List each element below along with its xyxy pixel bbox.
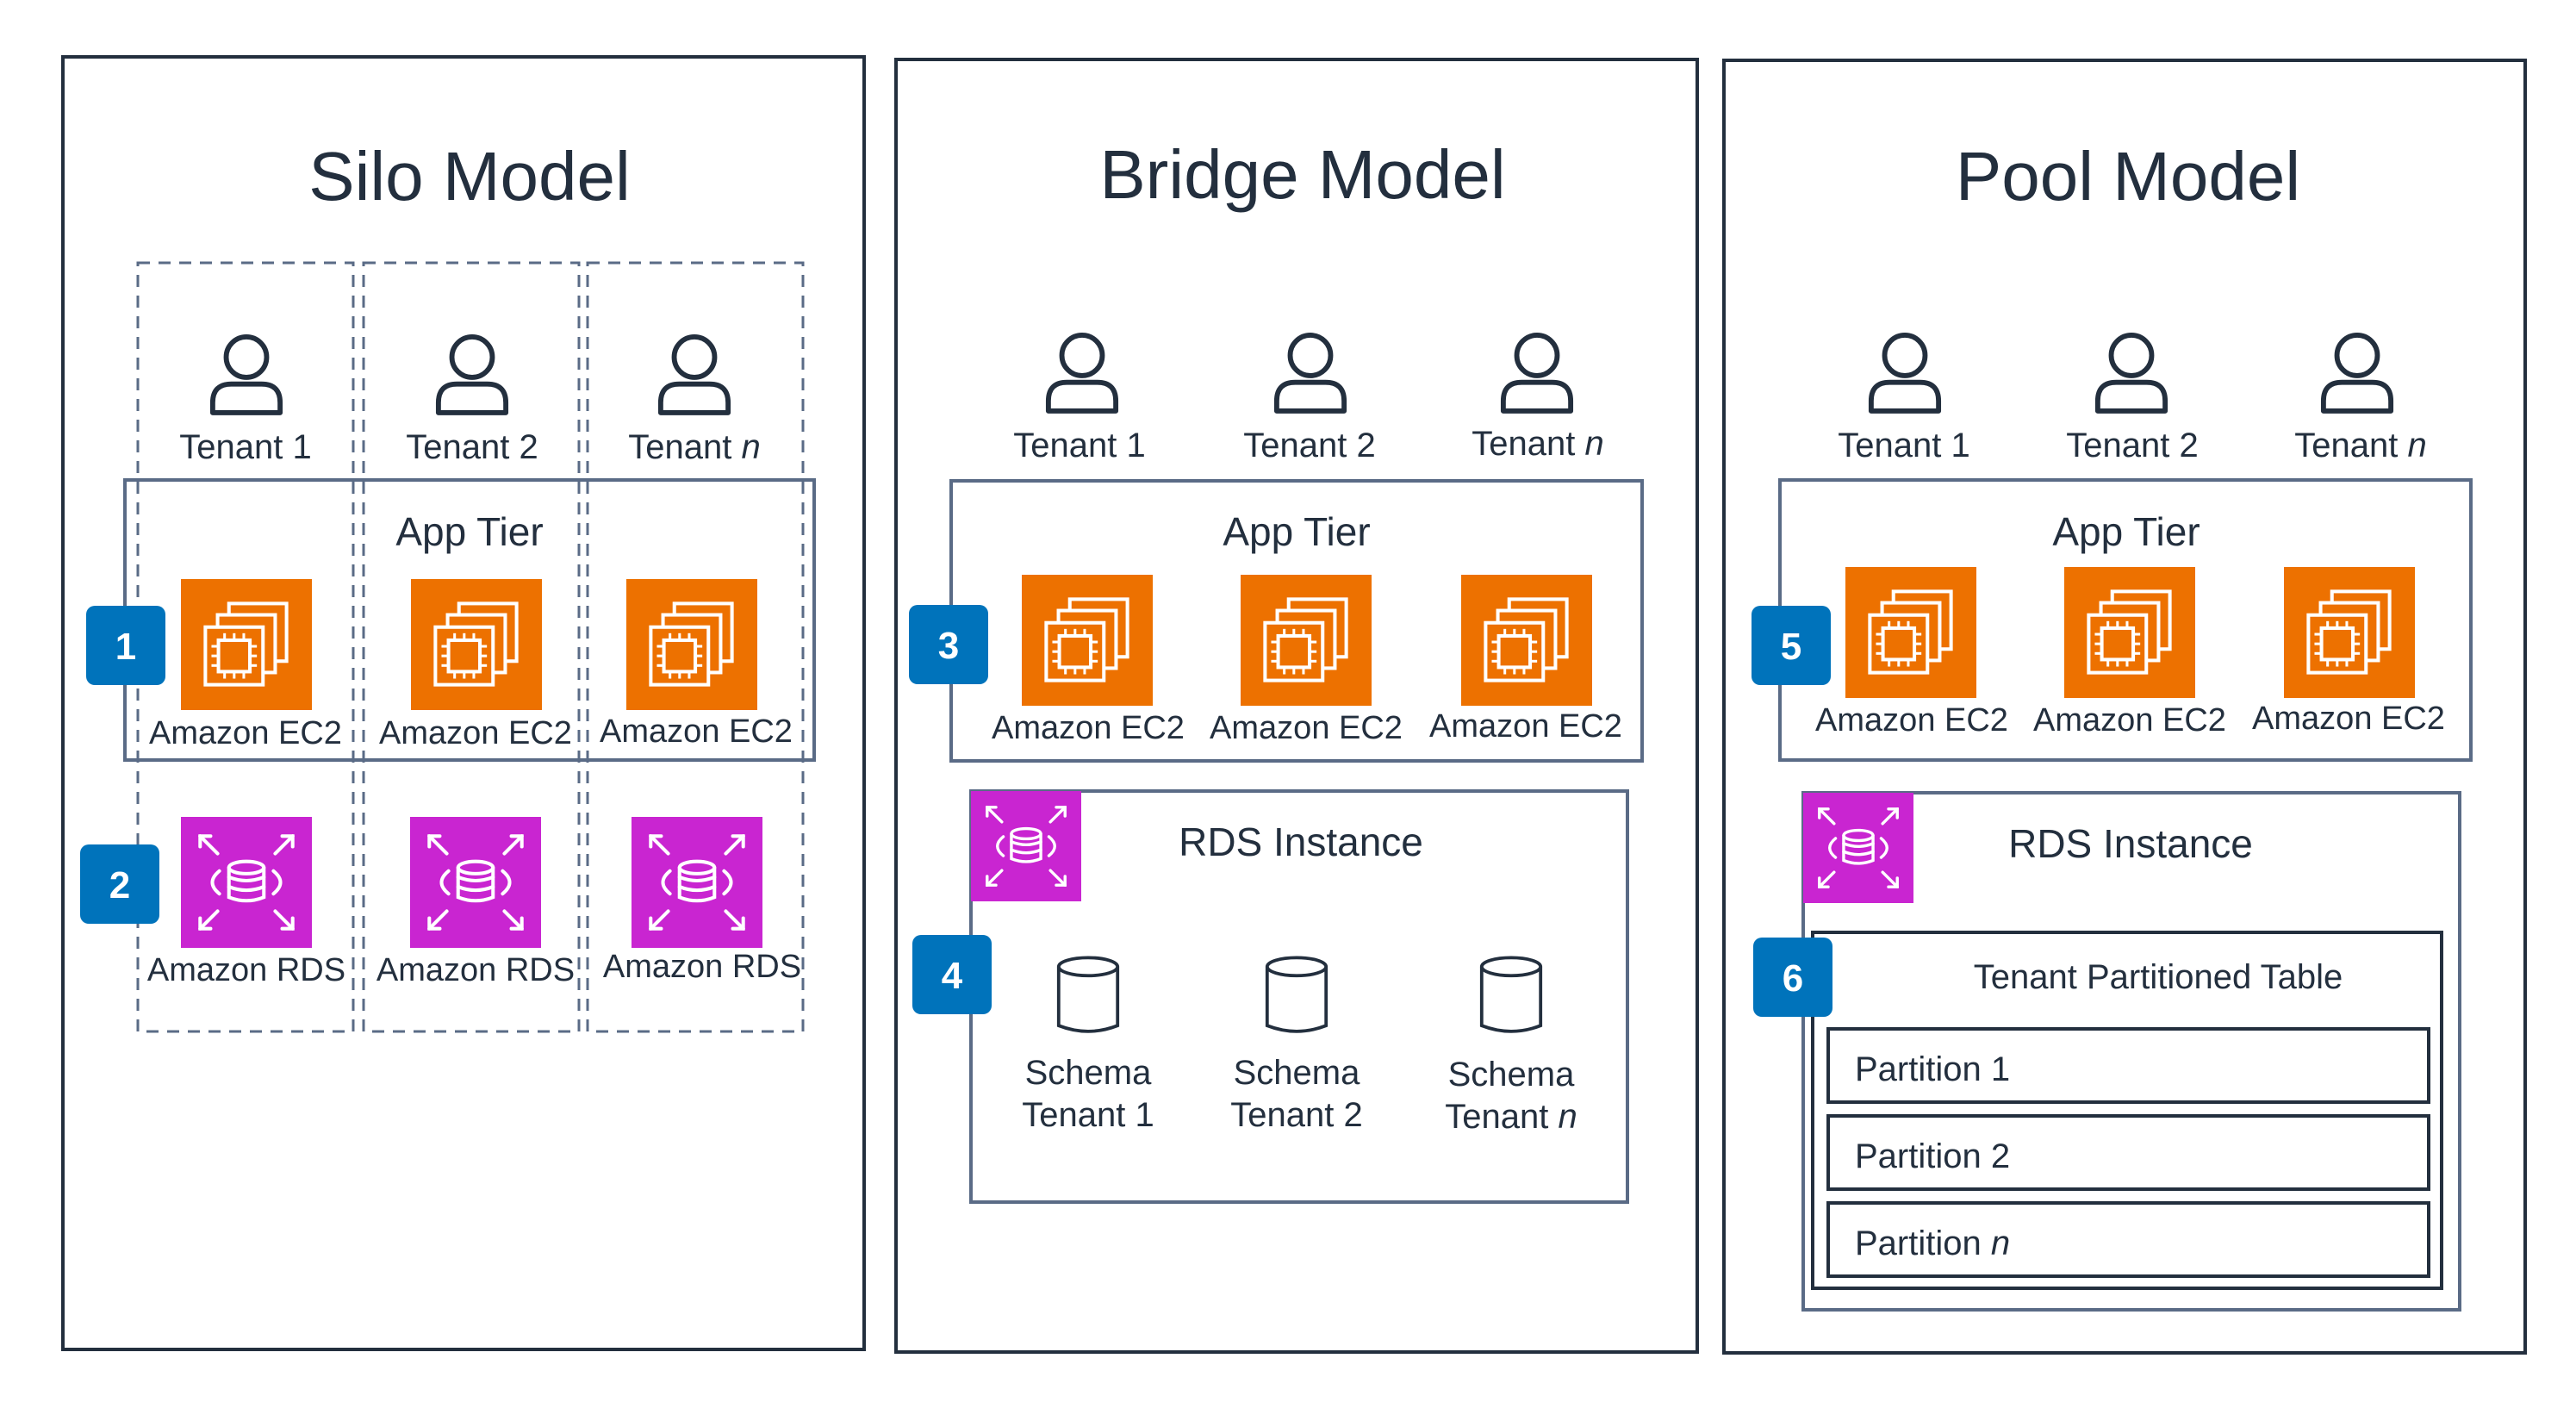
bridge-ec2-label-1: Amazon EC2 [992,710,1185,746]
database-cylinder-icon [1479,956,1543,1033]
pool-tenant-n-label: Tenant n [2294,427,2426,464]
ec2-chip-icon [626,579,757,710]
bridge-schema-2-tenant: Tenant 2 [1230,1096,1362,1134]
silo-tenant-2-label: Tenant 2 [406,428,538,466]
pool-ec2-label-1: Amazon EC2 [1815,702,2008,738]
svg-text:2: 2 [109,864,130,907]
pool-table-title: Tenant Partitioned Table [1974,958,2343,996]
bridge-ec2-label-n: Amazon EC2 [1429,708,1622,745]
rds-database-icon [410,817,541,948]
ec2-chip-icon [1022,575,1153,706]
bridge-schema-1-word: Schema [1025,1054,1152,1092]
database-cylinder-icon [1056,956,1120,1033]
pool-partitioned-table [1811,931,2443,1290]
badge-1: 1 [86,606,165,685]
pool-panel-frame [1722,59,2527,1355]
silo-ec2-label-1: Amazon EC2 [149,715,342,751]
silo-model-panel: Silo Model App Tier Tenant 1 Tenant 2 Te… [61,55,866,1351]
bridge-schema-n-tenant: Tenant n [1445,1098,1577,1136]
pool-partition-2-label: Partition 2 [1855,1137,2010,1175]
pool-rds-instance-box [1801,791,2461,1312]
ec2-chip-icon [411,579,542,710]
badge-5: 5 [1752,606,1831,685]
svg-text:1: 1 [115,626,136,668]
bridge-model-panel: Bridge Model Tenant 1 Tenant 2 Tenant n … [894,58,1699,1354]
svg-text:3: 3 [938,625,959,667]
badge-2: 2 [80,844,159,924]
pool-app-tier-label: App Tier [2052,509,2200,554]
database-cylinder-icon [1265,956,1328,1033]
silo-tenant-n-label: Tenant n [628,428,760,466]
user-icon [2098,335,2165,411]
user-icon [1277,335,1344,411]
silo-tenant-n-boundary [586,261,805,1033]
pool-ec2-label-2: Amazon EC2 [2033,702,2226,738]
bridge-schema-n-word: Schema [1448,1056,1575,1094]
user-icon [439,337,506,413]
pool-partition-n-label: Partition n [1855,1224,2010,1262]
user-icon [661,337,728,413]
svg-text:4: 4 [942,955,963,997]
pool-model-panel: Pool Model Tenant 1 Tenant 2 Tenant n Ap… [1722,59,2527,1355]
bridge-tenant-2-label: Tenant 2 [1243,427,1375,464]
ec2-chip-icon [1461,575,1592,706]
pool-partition-n [1826,1201,2430,1278]
silo-tenant-1-label: Tenant 1 [179,428,311,466]
rds-database-icon [971,791,1081,901]
bridge-schema-2-word: Schema [1234,1054,1360,1092]
rds-database-icon [632,817,762,948]
badge-4: 4 [912,935,992,1014]
bridge-rds-instance-label: RDS Instance [1179,819,1423,864]
bridge-tenant-n-label: Tenant n [1472,425,1603,463]
pool-title: Pool Model [1956,138,2300,215]
badge-3: 3 [909,605,988,684]
pool-partition-1 [1826,1027,2430,1104]
silo-tenant-2-boundary [362,261,581,1033]
ec2-chip-icon [1241,575,1372,706]
user-icon [1048,335,1116,411]
bridge-panel-frame [894,58,1699,1354]
silo-title: Silo Model [308,138,631,215]
bridge-schema-1-tenant: Tenant 1 [1022,1096,1154,1134]
user-icon [213,337,280,413]
pool-partition-1-label: Partition 1 [1855,1050,2010,1088]
user-icon [1503,335,1571,411]
ec2-chip-icon [2064,567,2195,698]
ec2-chip-icon [2284,567,2415,698]
badge-6: 6 [1753,938,1832,1017]
bridge-ec2-label-2: Amazon EC2 [1210,710,1403,746]
bridge-app-tier-label: App Tier [1223,509,1370,554]
user-icon [1871,335,1938,411]
silo-rds-label-n: Amazon RDS [603,949,801,985]
silo-ec2-label-2: Amazon EC2 [379,715,572,751]
pool-tenant-2-label: Tenant 2 [2066,427,2198,464]
pool-ec2-label-n: Amazon EC2 [2252,701,2445,737]
svg-text:5: 5 [1781,626,1801,668]
bridge-title: Bridge Model [1099,136,1505,213]
rds-database-icon [1803,793,1913,903]
silo-rds-label-1: Amazon RDS [147,952,345,988]
pool-tenant-1-label: Tenant 1 [1838,427,1969,464]
user-icon [2324,335,2391,411]
bridge-tenant-1-label: Tenant 1 [1013,427,1145,464]
svg-text:6: 6 [1783,957,1803,1000]
pool-partition-2 [1826,1114,2430,1191]
ec2-chip-icon [1845,567,1976,698]
ec2-chip-icon [181,579,312,710]
pool-rds-instance-label: RDS Instance [2008,821,2253,866]
silo-ec2-label-n: Amazon EC2 [600,713,793,750]
rds-database-icon [181,817,312,948]
silo-panel-frame [61,55,866,1351]
silo-rds-label-2: Amazon RDS [376,952,575,988]
silo-app-tier-label: App Tier [395,509,543,554]
